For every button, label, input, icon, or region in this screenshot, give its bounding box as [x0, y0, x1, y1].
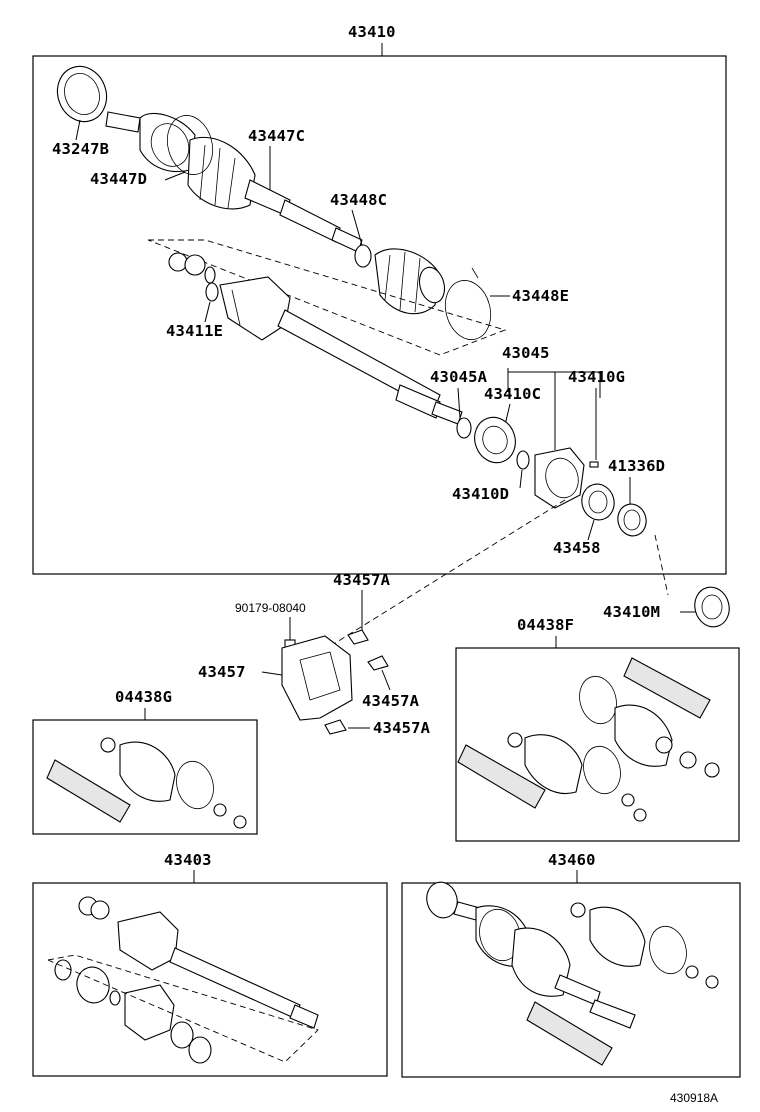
label-90179-08040[interactable]: 90179-08040 — [235, 601, 306, 615]
leader-43457 — [261, 671, 283, 676]
label-43045[interactable]: 43045 — [502, 344, 550, 362]
leader-43411e — [204, 301, 211, 323]
bolt-43457a-low-part[interactable] — [324, 719, 347, 735]
seal-41336d-part[interactable] — [614, 501, 649, 539]
oil-seal-43458-part[interactable] — [578, 480, 618, 523]
tripod-part[interactable] — [168, 252, 216, 284]
leader-43458 — [587, 519, 595, 541]
label-43410m[interactable]: 43410M — [603, 603, 660, 621]
label-43457a-low[interactable]: 43457A — [373, 719, 431, 737]
label-43448c[interactable]: 43448C — [330, 191, 387, 209]
label-43457a-top[interactable]: 43457A — [333, 571, 391, 589]
boot-kit-g-parts[interactable] — [46, 737, 247, 829]
snap-ring-43045a-part[interactable] — [456, 417, 472, 439]
leader-43447d — [164, 171, 186, 181]
label-43458[interactable]: 43458 — [553, 539, 601, 557]
label-43411e[interactable]: 43411E — [166, 322, 223, 340]
boot-kit-f-parts[interactable] — [457, 657, 720, 822]
label-43403[interactable]: 43403 — [164, 851, 212, 869]
ring-43448c-part[interactable] — [354, 244, 372, 268]
bracket-43457-part[interactable] — [281, 635, 353, 721]
snap-ring-43410d-part[interactable] — [516, 450, 530, 470]
inner-boot-part[interactable] — [374, 248, 448, 315]
dash-to-bracket — [299, 499, 566, 666]
inner-shaft-parts[interactable] — [54, 896, 319, 1064]
dust-seal-43410m-part[interactable] — [690, 583, 733, 630]
label-43457[interactable]: 43457 — [198, 663, 246, 681]
clip-43411e-part[interactable] — [205, 282, 219, 302]
boot-kit-g-frame — [32, 719, 258, 835]
label-43410[interactable]: 43410 — [348, 23, 396, 41]
label-43045a[interactable]: 43045A — [430, 368, 488, 386]
label-43410c[interactable]: 43410C — [484, 385, 541, 403]
leader-43045-right — [507, 368, 601, 398]
label-43448e[interactable]: 43448E — [512, 287, 569, 305]
leader-43410d — [519, 469, 523, 489]
label-43457a-mid[interactable]: 43457A — [362, 692, 420, 710]
inner-shaft-dash — [47, 954, 319, 1063]
inner-housing-part[interactable] — [219, 276, 463, 425]
leader-43045a — [457, 387, 461, 419]
boot-kit-f-frame — [455, 647, 740, 842]
dashed-group-outline — [147, 239, 507, 356]
label-43447c[interactable]: 43447C — [248, 127, 305, 145]
leader-43457a-mid — [381, 669, 391, 691]
bearing-bracket-part[interactable] — [534, 447, 585, 509]
label-43247b[interactable]: 43247B — [52, 140, 109, 158]
label-04438g[interactable]: 04438G — [115, 688, 172, 706]
main-assembly-frame — [32, 55, 727, 575]
band-43448e-part[interactable] — [439, 267, 497, 345]
label-04438f[interactable]: 04438F — [517, 616, 574, 634]
inner-shaft-frame — [32, 882, 388, 1077]
bolt-43457a-top-part[interactable] — [347, 629, 369, 645]
pin-43410g-part[interactable] — [589, 461, 599, 468]
outer-joint-frame — [401, 882, 741, 1078]
label-43460[interactable]: 43460 — [548, 851, 596, 869]
bearing-43410c-part[interactable] — [468, 412, 521, 469]
illustration-code: 430918A — [670, 1091, 718, 1105]
outer-joint-parts[interactable] — [423, 879, 719, 1066]
leader-43448c — [351, 209, 363, 246]
dash-to-43410m — [654, 534, 669, 596]
label-41336d[interactable]: 41336D — [608, 457, 665, 475]
label-43410g[interactable]: 43410G — [568, 368, 625, 386]
label-43410d[interactable]: 43410D — [452, 485, 509, 503]
seal-43247b-part[interactable] — [50, 59, 114, 128]
leader-43247b — [75, 119, 81, 141]
bolt-43457a-mid-part[interactable] — [367, 655, 389, 671]
band-43447d-part[interactable] — [161, 110, 219, 179]
label-43447d[interactable]: 43447D — [90, 170, 147, 188]
